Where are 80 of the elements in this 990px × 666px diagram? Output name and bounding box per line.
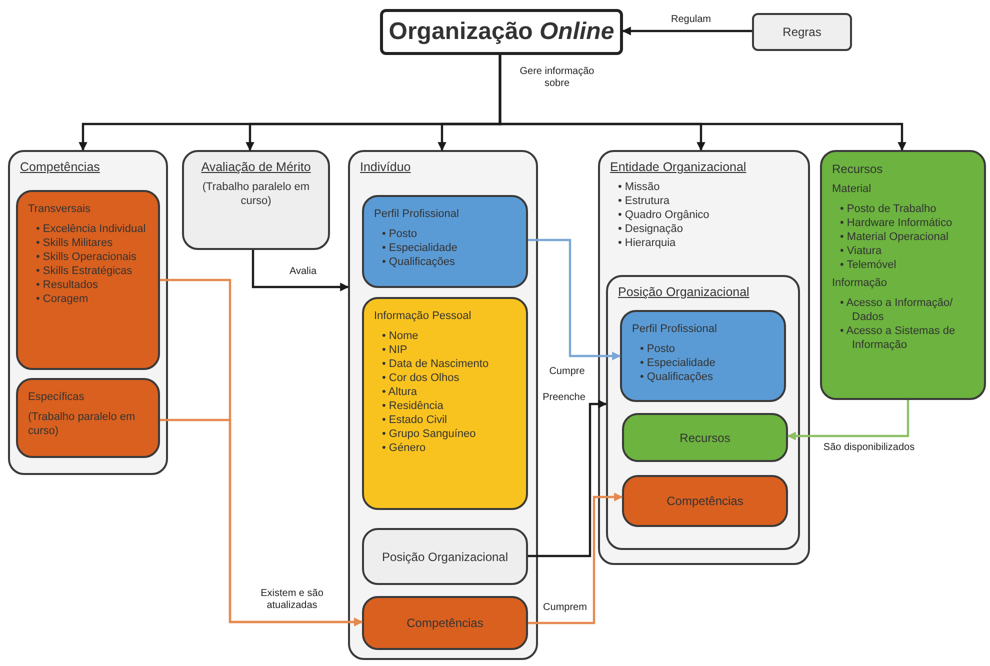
note-text: (Trabalho paralelo em curso) [28, 410, 136, 438]
connector-arrow [160, 418, 363, 626]
connector-arrow [498, 55, 906, 151]
connector-arrow [528, 492, 623, 624]
box-label: Competências [406, 616, 484, 630]
list-item: • Acesso a Sistemas de Informação [840, 324, 956, 352]
list-item: • Quadro Orgânico [618, 208, 710, 222]
connector-arrow [622, 26, 752, 36]
category-box [362, 297, 528, 510]
category-box [620, 310, 786, 402]
list-item: • Qualificações [640, 370, 714, 384]
box-label: Competências [666, 494, 744, 508]
box-heading: Competências [20, 160, 101, 174]
category-box [16, 378, 160, 458]
list-item: • Especialidade [640, 356, 716, 370]
list-item: • Hierarquia [618, 236, 677, 250]
list-item: • Material Operacional [840, 230, 950, 244]
group-box [598, 150, 810, 565]
list-item: • Hardware Informático [840, 216, 954, 230]
process-box [622, 413, 788, 462]
process-box [622, 475, 788, 527]
list-item: • Coragem [36, 292, 90, 306]
box-heading: Indivíduo [360, 160, 412, 174]
box-heading: Posição Organizacional [618, 285, 750, 299]
list-item: • Excelência Individual [36, 222, 147, 236]
list-item: • Skills Militares [36, 236, 114, 250]
list-item: • Género [382, 441, 427, 455]
list-item: • Estrutura [618, 194, 671, 208]
subheading: Informação [832, 276, 888, 290]
process-box [362, 596, 528, 650]
list-item: • Posto [640, 342, 676, 356]
box-label: Regras [782, 25, 822, 39]
list-item: • Nome [382, 329, 420, 343]
list-item: • Viatura [840, 244, 883, 258]
box-heading: Transversais [28, 202, 92, 216]
note-text: (Trabalho paralelo em curso) [201, 180, 311, 208]
list-item: • Residência [382, 399, 444, 413]
list-item: • Cor dos Olhos [382, 371, 460, 385]
box-label: Organização Online [388, 18, 614, 46]
category-box [362, 195, 528, 288]
connector-arrow [528, 238, 621, 360]
connector-arrow [252, 250, 349, 292]
list-item: • Resultados [36, 278, 99, 292]
list-item: • Skills Operacionais [36, 250, 138, 264]
list-item: • Missão [618, 180, 661, 194]
list-item: • Posto de Trabalho [840, 202, 938, 216]
box-heading: Perfil Profissional [632, 322, 718, 336]
list-item: • Grupo Sanguíneo [382, 427, 477, 441]
box-label: Posição Organizacional [382, 550, 508, 564]
process-box [752, 13, 852, 51]
list-item: • Data de Nascimento [382, 357, 490, 371]
box-label: Recursos [680, 430, 730, 444]
title-box [380, 9, 623, 55]
list-item: • Skills Estratégicas [36, 264, 134, 278]
process-box [182, 150, 330, 250]
connector-arrow [787, 400, 910, 440]
list-item: • Designação [618, 222, 684, 236]
box-heading: Perfil Profissional [374, 207, 460, 221]
list-item: • Qualificações [382, 255, 456, 269]
list-item: • Telemóvel [840, 258, 898, 272]
list-item: • Estado Civil [382, 413, 448, 427]
box-heading: Informação Pessoal [374, 309, 472, 323]
box-heading: Entidade Organizacional [610, 160, 748, 174]
list-item: • Posto [382, 227, 418, 241]
resource-box [820, 150, 986, 400]
group-box [348, 150, 538, 660]
list-item: • NIP [382, 343, 408, 357]
box-heading: Específicas [28, 390, 86, 404]
group-box [606, 275, 800, 550]
list-item: • Altura [382, 385, 418, 399]
edge-label: Cumprem [541, 602, 589, 614]
connector-arrow [528, 400, 607, 558]
box-heading: Avaliação de Mérito [200, 160, 312, 174]
process-box [362, 528, 528, 585]
box-heading: Recursos [832, 162, 884, 176]
group-box [8, 150, 168, 475]
category-box [16, 190, 160, 370]
subheading: Material [832, 182, 872, 196]
list-item: • Acesso a Informação/ Dados [840, 296, 954, 324]
list-item: • Especialidade [382, 241, 458, 255]
